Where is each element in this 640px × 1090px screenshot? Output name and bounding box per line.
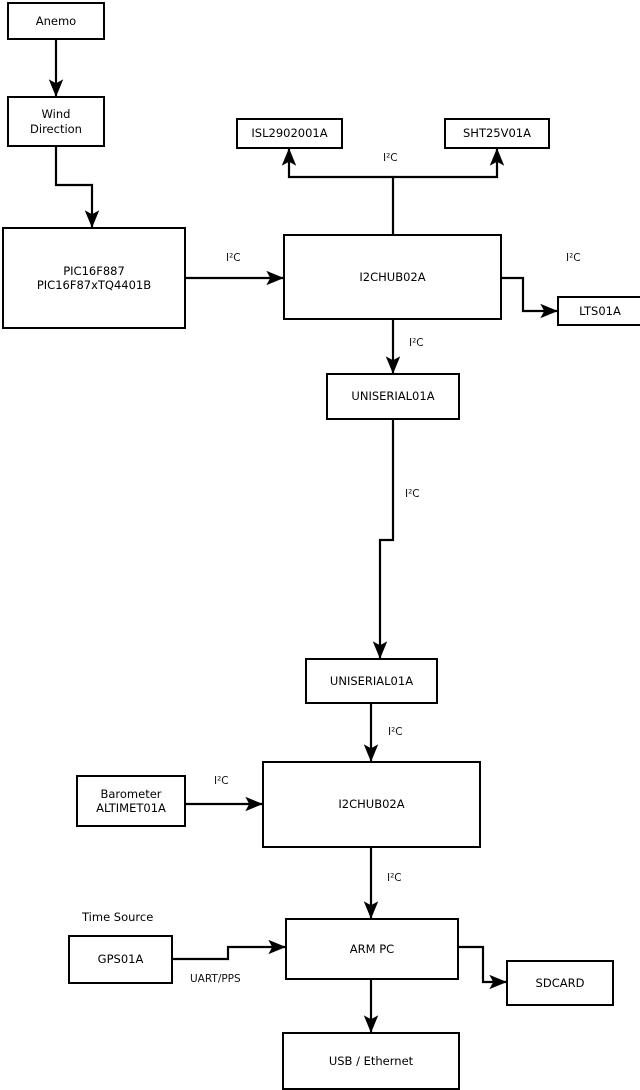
bus-label-hub-lts: I²C (566, 252, 581, 264)
node-sht[interactable]: SHT25V01A (444, 118, 550, 149)
bus-label-hub2-arm: I²C (387, 872, 402, 884)
node-label-hub_bottom: I2CHUB02A (338, 797, 405, 812)
node-label-pic: PIC16F887 PIC16F87xTQ4401B (36, 263, 152, 292)
node-isl[interactable]: ISL2902001A (236, 118, 343, 149)
bus-label-hub-isl-sht: I²C (383, 152, 398, 164)
node-pic[interactable]: PIC16F887 PIC16F87xTQ4401B (2, 227, 186, 329)
node-label-gps: GPS01A (97, 952, 144, 967)
node-uniserial_bottom[interactable]: UNISERIAL01A (305, 658, 438, 704)
node-label-anemo: Anemo (35, 13, 77, 28)
node-label-sht: SHT25V01A (463, 126, 531, 141)
node-label-lts: LTS01A (579, 303, 621, 318)
node-sdcard[interactable]: SDCARD (506, 960, 614, 1006)
bus-label-pic-hub: I²C (226, 252, 241, 264)
bus-label-uniserial-uniserial: I²C (405, 488, 420, 500)
node-barometer[interactable]: Barometer ALTIMET01A (76, 775, 186, 827)
node-label-uniserial_bottom: UNISERIAL01A (329, 673, 414, 688)
node-gps[interactable]: GPS01A (68, 935, 173, 984)
bus-label-hub-uniserial: I²C (409, 337, 424, 349)
node-label-isl: ISL2902001A (251, 126, 328, 141)
node-label-arm_pc: ARM PC (349, 941, 395, 956)
node-label-wind_direction: Wind Direction (30, 107, 82, 136)
wire-wind-pic (48, 130, 100, 228)
node-uniserial_top[interactable]: UNISERIAL01A (326, 373, 460, 420)
node-label-usb_ethernet: USB / Ethernet (328, 1053, 414, 1068)
wire-hub-isl-sht-0 (281, 148, 401, 251)
node-label-uniserial_top: UNISERIAL01A (351, 389, 435, 404)
node-anemo[interactable]: Anemo (7, 2, 105, 40)
label-time_source: Time Source (82, 910, 154, 924)
node-usb_ethernet[interactable]: USB / Ethernet (282, 1032, 460, 1090)
bus-label-uniserial-hub2: I²C (388, 726, 403, 738)
node-label-sdcard: SDCARD (535, 975, 585, 990)
wire-hub-lts (485, 270, 558, 319)
node-hub_bottom[interactable]: I2CHUB02A (262, 761, 481, 848)
wire-gps-arm (173, 939, 286, 961)
wire-hub-isl-sht-1 (393, 148, 505, 179)
node-hub_top[interactable]: I2CHUB02A (283, 234, 502, 320)
wires (48, 23, 558, 1033)
bus-label-gps-arm: UART/PPS (190, 973, 241, 985)
node-arm_pc[interactable]: ARM PC (285, 918, 459, 980)
wire-arm-sdcard (442, 939, 507, 990)
node-lts[interactable]: LTS01A (557, 296, 640, 326)
node-wind_direction[interactable]: Wind Direction (7, 96, 105, 147)
wire-uniserial-uniserial (372, 403, 401, 659)
node-label-hub_top: I2CHUB02A (359, 269, 426, 284)
node-label-barometer: Barometer ALTIMET01A (96, 786, 166, 815)
bus-label-barometer-hub2: I²C (214, 775, 229, 787)
